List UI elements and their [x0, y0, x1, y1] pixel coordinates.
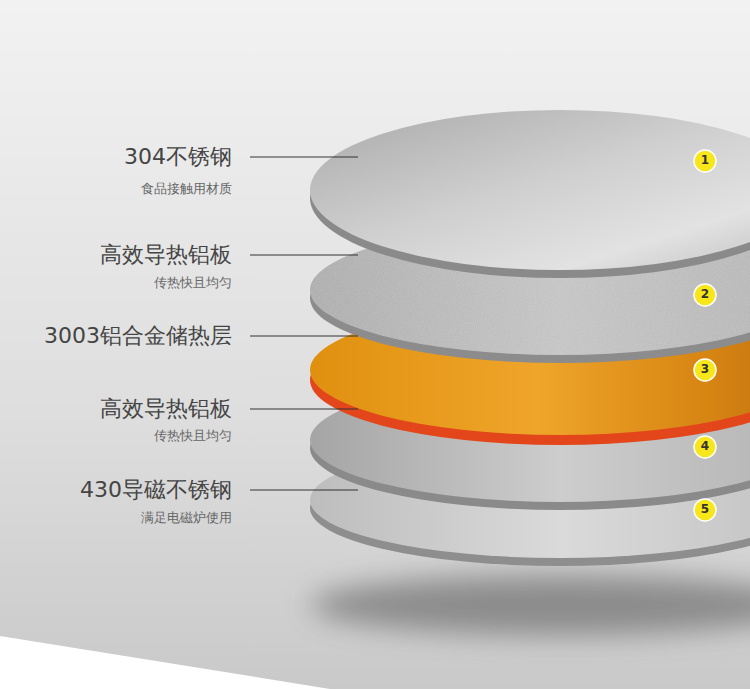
- callout-number: 3: [701, 363, 709, 377]
- callout-circle: [694, 359, 716, 381]
- leader-line: [250, 490, 358, 491]
- layer-note: 满足电磁炉使用: [141, 511, 232, 526]
- callout-circle: [694, 499, 716, 521]
- disc-304-steel: [310, 110, 750, 270]
- callout-number: 1: [701, 154, 709, 168]
- background-corner: [0, 636, 330, 689]
- layer-note: 传热快且均匀: [154, 429, 232, 444]
- leader-lines: [250, 157, 358, 490]
- callout-circle: [694, 436, 716, 458]
- callout-circle: [694, 150, 716, 172]
- callout-number: 5: [701, 503, 709, 517]
- leader-line: [250, 409, 358, 410]
- layer-name: 430导磁不锈钢: [80, 477, 232, 502]
- layer-note: 食品接触用材质: [141, 182, 232, 197]
- layer-name: 高效导热铝板: [100, 396, 232, 421]
- callout-circle: [694, 284, 716, 306]
- callout-number: 4: [701, 440, 709, 454]
- shadow: [310, 575, 750, 635]
- layer-name: 高效导热铝板: [100, 242, 232, 267]
- leader-line: [250, 157, 358, 158]
- layer-name: 3003铝合金储热层: [44, 323, 232, 348]
- leader-line: [250, 255, 358, 256]
- callout-circles: [694, 150, 716, 521]
- callout-number: 2: [701, 288, 709, 302]
- layer-name: 304不锈钢: [124, 144, 232, 169]
- leader-line: [250, 336, 358, 337]
- layer-note: 传热快且均匀: [154, 276, 232, 291]
